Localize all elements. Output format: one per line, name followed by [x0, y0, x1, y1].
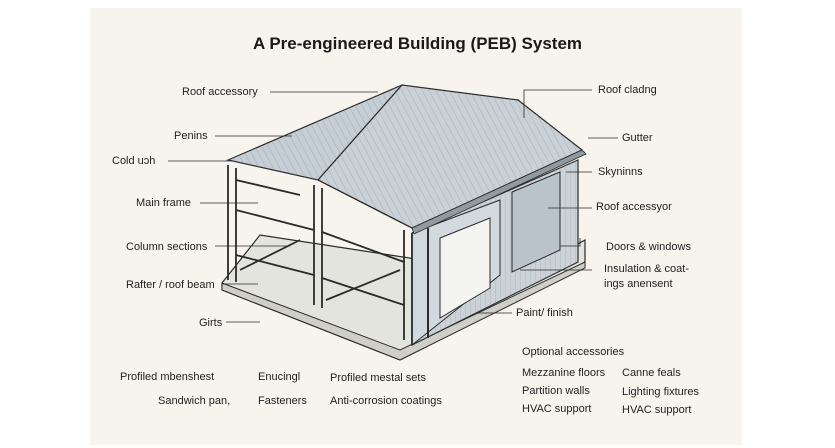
door-opening	[439, 217, 491, 319]
gutter	[411, 149, 587, 235]
optional-item: Lighting fixtures	[622, 386, 700, 398]
material-fasteners: Fasteners	[258, 395, 307, 407]
floor-slab-edge	[221, 261, 586, 361]
label-girts: Girts	[199, 317, 223, 329]
label-rafter: Rafter / roof beam	[126, 279, 215, 291]
label-column-sections: Column sections	[126, 241, 208, 253]
optional-item: HVAC support	[622, 404, 692, 416]
material-bracing: Enucingl	[258, 371, 301, 383]
material-sandwich-panels: Sandwich pan,	[158, 395, 231, 407]
label-purlins: Penins	[174, 130, 208, 142]
label-cold-formed: Cold uɔh	[112, 155, 156, 167]
label-skylights: Skyninns	[598, 166, 643, 178]
optional-item: HVAC support	[522, 403, 592, 415]
roll-up-door	[511, 171, 561, 273]
material-profiled-metal: Profiled mestal sets	[330, 372, 426, 384]
label-roof-cladding: Roof cladng	[598, 84, 657, 96]
optional-item: Partition walls	[522, 385, 590, 397]
optional-accessories-title: Optional accessories	[522, 346, 625, 358]
label-doors-windows: Doors & windows	[606, 241, 691, 253]
steel-frame	[227, 165, 413, 345]
label-insulation-line1: Insulation & coat-	[604, 263, 689, 275]
label-roof-accessory: Roof accessory	[182, 86, 258, 98]
optional-item: Canne feals	[622, 367, 681, 379]
leader-lines	[168, 89, 618, 323]
label-insulation-line2: ings anensent	[604, 278, 673, 290]
label-gutter: Gutter	[622, 132, 653, 144]
label-roof-accessory-right: Roof accessyor	[596, 201, 672, 213]
material-profiled-members: Profiled mbenshest	[120, 371, 215, 383]
optional-item: Mezzanine floors	[522, 367, 606, 379]
diagram-title: A Pre-engineered Building (PEB) System	[252, 34, 583, 53]
material-anti-corrosion: Anti-corrosion coatings	[330, 395, 442, 407]
label-main-frame: Main frame	[136, 197, 192, 209]
label-paint-finish: Paint/ finish	[516, 307, 573, 319]
